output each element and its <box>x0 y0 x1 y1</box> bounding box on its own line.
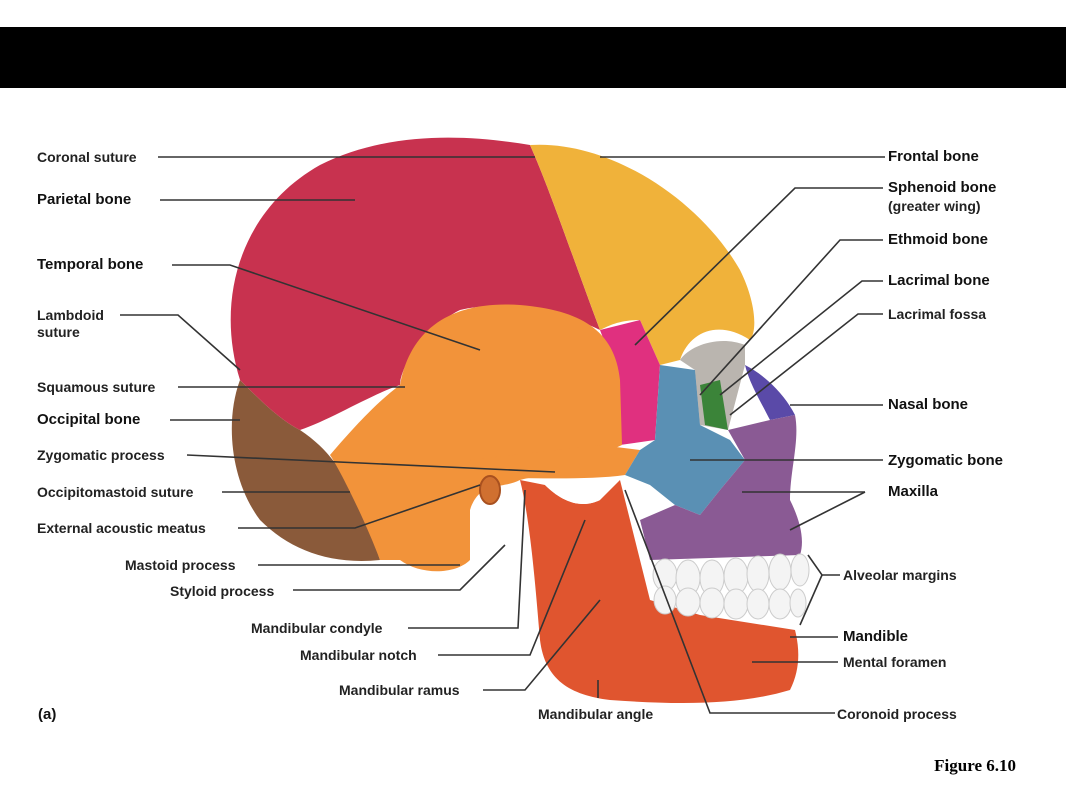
lower-teeth <box>653 585 807 620</box>
maxilla-shape <box>640 415 802 560</box>
parietal-bone-shape <box>230 137 600 430</box>
label-zygomatic-bone: Zygomatic bone <box>888 452 1004 469</box>
label-ethmoid-bone: Ethmoid bone <box>888 231 988 248</box>
label-sphenoid-bone: Sphenoid bone <box>888 179 997 196</box>
label-squamous-suture: Squamous suture <box>37 379 156 395</box>
zygomatic-bone-shape <box>625 365 745 515</box>
sphenoid-bone-shape <box>600 320 660 445</box>
label-occipitomastoid-suture: Occipitomastoid suture <box>37 484 194 500</box>
label-lambdoid-suture-2: suture <box>37 324 80 340</box>
label-lambdoid-suture-1: Lambdoid <box>37 307 104 323</box>
label-styloid-process: Styloid process <box>170 583 275 599</box>
label-mandibular-condyle: Mandibular condyle <box>251 620 383 636</box>
label-external-acoustic-meatus: External acoustic meatus <box>37 520 206 536</box>
label-sphenoid-greater-wing: (greater wing) <box>888 198 981 214</box>
label-mental-foramen: Mental foramen <box>843 654 947 670</box>
occipital-bone-shape <box>231 380 380 561</box>
upper-teeth <box>652 553 810 597</box>
label-nasal-bone: Nasal bone <box>888 396 969 413</box>
mandibular-notch-gap <box>545 480 600 505</box>
mandible-shape <box>520 480 799 703</box>
label-mandibular-angle: Mandibular angle <box>538 706 654 722</box>
label-lacrimal-fossa: Lacrimal fossa <box>888 306 987 322</box>
temporal-bone-shape <box>330 304 622 572</box>
label-mandibular-ramus: Mandibular ramus <box>339 682 460 698</box>
label-mandible: Mandible <box>843 628 909 645</box>
label-coronoid-process: Coronoid process <box>837 706 957 722</box>
label-maxilla: Maxilla <box>888 483 939 500</box>
label-temporal-bone: Temporal bone <box>37 256 144 273</box>
figure-caption: Figure 6.10 <box>934 756 1016 775</box>
title-bar <box>0 27 1066 88</box>
label-alveolar-margins: Alveolar margins <box>843 567 957 583</box>
label-coronal-suture: Coronal suture <box>37 149 137 165</box>
label-parietal-bone: Parietal bone <box>37 191 132 208</box>
frontal-bone-shape <box>530 144 755 365</box>
label-occipital-bone: Occipital bone <box>37 411 141 428</box>
nasal-bone-shape <box>745 365 795 420</box>
label-mandibular-notch: Mandibular notch <box>300 647 417 663</box>
label-zygomatic-process: Zygomatic process <box>37 447 165 463</box>
leader-lines <box>120 156 885 714</box>
ethmoid-bone-shape <box>700 380 728 430</box>
label-mastoid-process: Mastoid process <box>125 557 236 573</box>
label-lacrimal-bone: Lacrimal bone <box>888 272 990 289</box>
label-frontal-bone: Frontal bone <box>888 148 979 165</box>
part-label: (a) <box>38 706 57 723</box>
ear-opening <box>479 475 501 505</box>
